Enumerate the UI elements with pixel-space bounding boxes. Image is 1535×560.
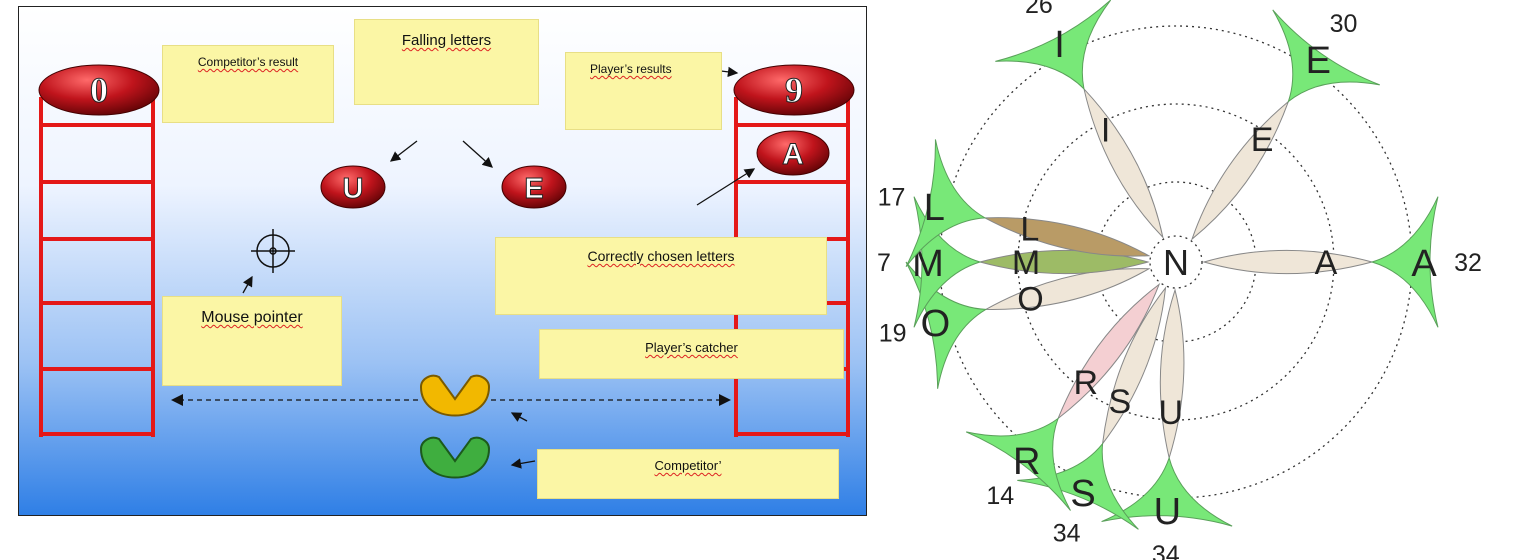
competitor-score-ball (38, 64, 160, 116)
petal-count-1: 30 (1330, 10, 1358, 38)
petal-outer-letter-8: L (924, 187, 945, 229)
petal-count-6: 19 (879, 320, 907, 348)
petal-count-2: 32 (1454, 249, 1482, 277)
petal-tip-0 (995, 0, 1112, 91)
petal-outer-letter-6: O (921, 303, 951, 345)
crosshair-icon (251, 229, 295, 273)
game-screenshot: 0 9 A U E (18, 6, 867, 516)
competitor-score: 0 (90, 70, 108, 110)
petal-inner-letter-0: I (1101, 112, 1110, 150)
petal-count-3: 34 (1152, 541, 1180, 560)
petal-inner-letter-2: A (1315, 244, 1338, 282)
petal-count-8: 17 (878, 183, 906, 211)
petal-6 (983, 268, 1151, 310)
chosen-letter: A (782, 138, 804, 171)
petal-0 (1083, 87, 1164, 239)
player-catcher[interactable] (419, 374, 491, 417)
petal-inner-letter-3: U (1158, 394, 1183, 432)
petal-inner-letter-6: O (1017, 280, 1043, 318)
petal-tip-2 (1370, 196, 1439, 328)
note-falling-letters: Falling letters (354, 19, 539, 105)
petal-count-4: 34 (1053, 520, 1081, 548)
petal-inner-letter-5: R (1073, 364, 1098, 402)
petal-tip-4 (1017, 442, 1139, 530)
note-competitor: Competitor’ (537, 449, 839, 499)
falling-letter-e: E (524, 173, 543, 205)
note-player-results: Player’s results (565, 52, 722, 130)
chosen-letter-ball (756, 130, 830, 176)
note-mouse-pointer: Mouse pointer (162, 296, 342, 386)
falling-letter-u: U (343, 173, 364, 205)
petal-outer-letter-3: U (1154, 491, 1181, 533)
petal-outer-letter-5: R (1013, 441, 1040, 483)
falling-letter-ball-e[interactable] (501, 165, 567, 209)
petal-tip-8 (905, 139, 987, 268)
note-player-catcher: Player’s catcher (539, 329, 844, 379)
falling-letter-ball-u[interactable] (320, 165, 386, 209)
petal-2 (1202, 249, 1374, 275)
center-circle (1149, 235, 1203, 289)
petal-inner-letter-4: S (1108, 383, 1131, 421)
petal-1 (1191, 99, 1290, 241)
petal-count-7: 7 (877, 249, 891, 277)
player-score-ball (733, 64, 855, 116)
petal-outer-letter-4: S (1070, 473, 1095, 515)
petal-outer-letter-2: A (1411, 243, 1437, 285)
petal-count-5: 14 (986, 482, 1014, 510)
petal-inner-letter-7: M (1012, 244, 1040, 282)
center-letter: N (1163, 242, 1189, 283)
competitor-ladder (39, 97, 155, 437)
petal-count-0: 26 (1025, 0, 1053, 19)
competitor-catcher (419, 436, 491, 479)
petal-outer-letter-0: I (1054, 24, 1065, 66)
petal-tip-1 (1272, 9, 1380, 103)
petal-tip-5 (965, 417, 1071, 511)
petal-tip-3 (1101, 456, 1233, 527)
note-correct-letters: Correctly chosen letters (495, 237, 827, 315)
note-competitor-result: Competitor’s result (162, 45, 334, 123)
petal-inner-letter-1: E (1251, 121, 1274, 159)
petal-inner-letter-8: L (1020, 210, 1039, 248)
player-score: 9 (785, 70, 803, 110)
petal-3 (1159, 288, 1185, 460)
petal-outer-letter-1: E (1306, 40, 1331, 82)
